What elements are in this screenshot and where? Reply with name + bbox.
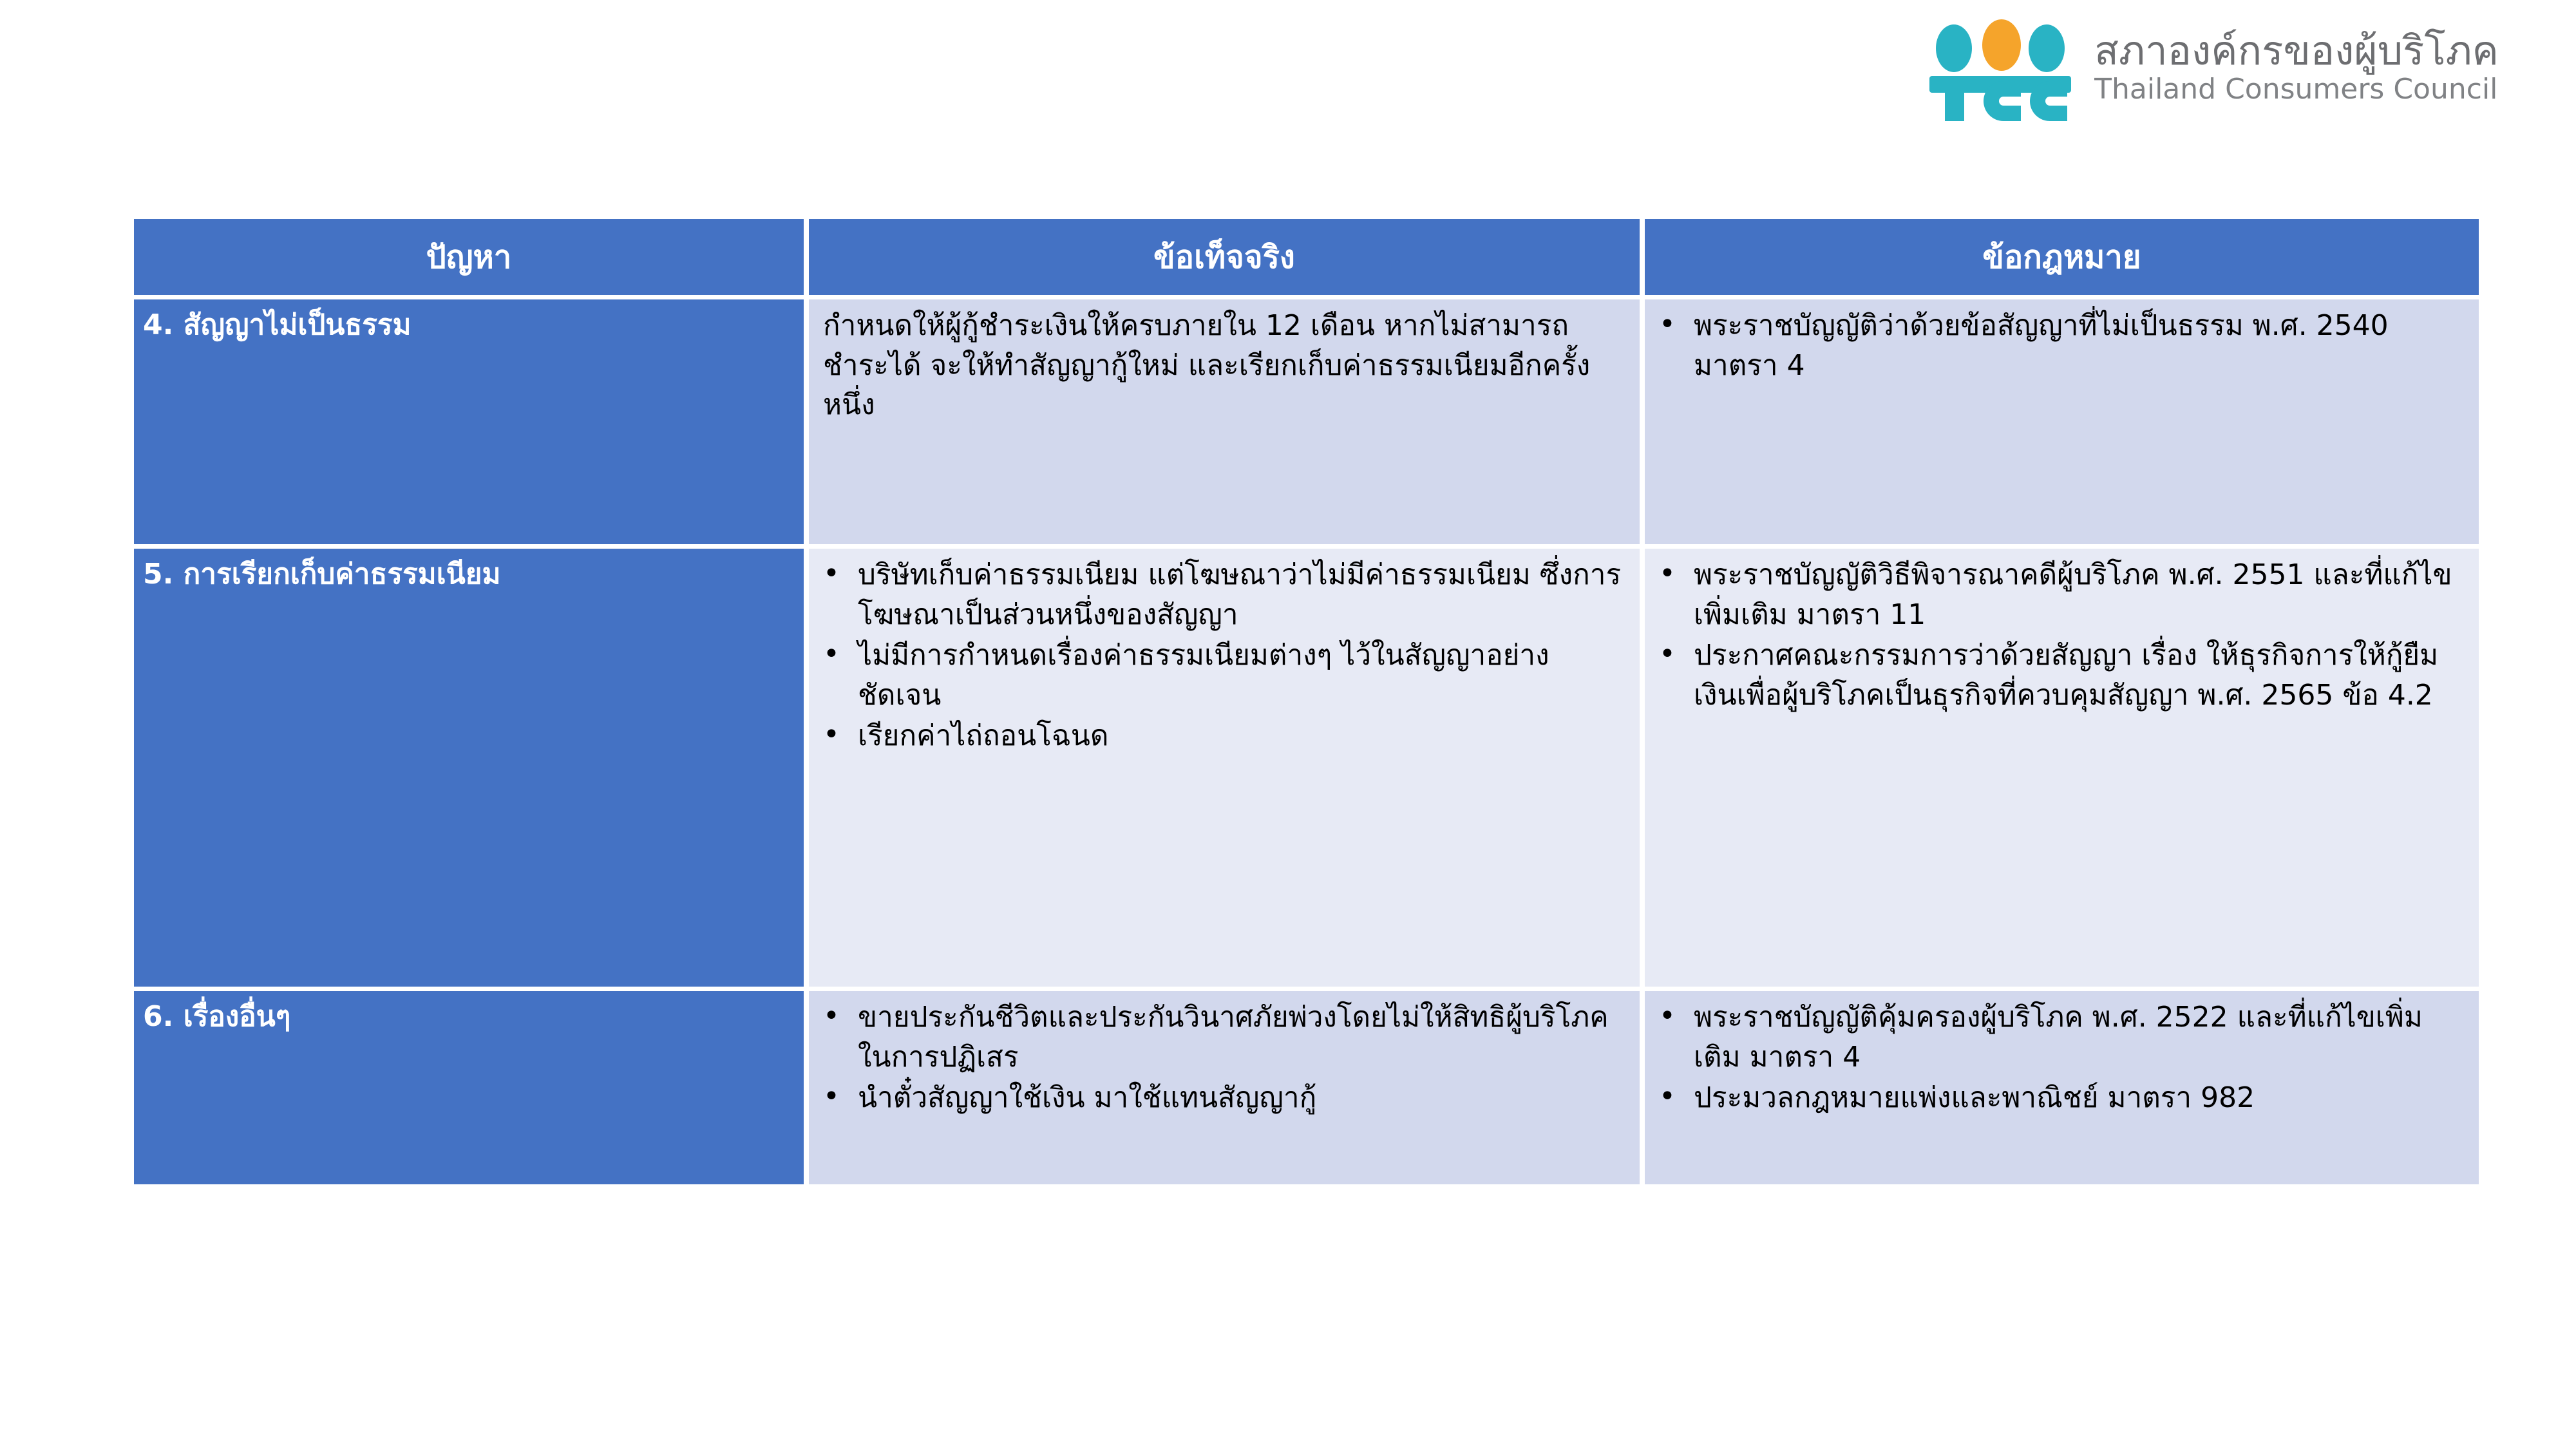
table-row: 5. การเรียกเก็บค่าธรรมเนียม บริษัทเก็บค่…	[134, 549, 2479, 987]
tcc-logo: สภาองค์กรของผู้บริโภค Thailand Consumers…	[1929, 14, 2499, 121]
logo-c-left-icon	[1984, 81, 2022, 121]
facts-bullet-item: นำตั๋วสัญญาใช้เงิน มาใช้แทนสัญญากู้	[818, 1077, 1629, 1118]
problem-cell: 6. เรื่องอื่นๆ	[134, 991, 804, 1184]
column-header-law: ข้อกฎหมาย	[1645, 219, 2479, 295]
logo-t-stem-icon	[1945, 90, 1965, 121]
table-row: 4. สัญญาไม่เป็นธรรม กำหนดให้ผู้กู้ชำระเง…	[134, 299, 2479, 544]
law-cell: พระราชบัญญัติว่าด้วยข้อสัญญาที่ไม่เป็นธร…	[1645, 299, 2479, 544]
law-bullet-item: ประมวลกฎหมายแพ่งและพาณิชย์ มาตรา 982	[1654, 1077, 2468, 1118]
facts-bullet-list: บริษัทเก็บค่าธรรมเนียม แต่โฆษณาว่าไม่มีค…	[818, 554, 1629, 756]
logo-c-right-icon	[2030, 81, 2068, 121]
facts-bullet-item: บริษัทเก็บค่าธรรมเนียม แต่โฆษณาว่าไม่มีค…	[818, 554, 1629, 634]
logo-name-english: Thailand Consumers Council	[2094, 72, 2498, 106]
table-header-row: ปัญหา ข้อเท็จจริง ข้อกฎหมาย	[134, 219, 2479, 295]
facts-paragraph: กำหนดให้ผู้กู้ชำระเงินให้ครบภายใน 12 เดื…	[823, 309, 1591, 422]
facts-bullet-item: ขายประกันชีวิตและประกันวินาศภัยพ่วงโดยไม…	[818, 996, 1629, 1077]
problem-cell: 4. สัญญาไม่เป็นธรรม	[134, 299, 804, 544]
facts-bullet-list: ขายประกันชีวิตและประกันวินาศภัยพ่วงโดยไม…	[818, 996, 1629, 1118]
column-header-problem: ปัญหา	[134, 219, 804, 295]
facts-cell: กำหนดให้ผู้กู้ชำระเงินให้ครบภายใน 12 เดื…	[809, 299, 1640, 544]
comparison-table: ปัญหา ข้อเท็จจริง ข้อกฎหมาย 4. สัญญาไม่เ…	[134, 219, 2479, 1184]
facts-bullet-item: เรียกค่าไถ่ถอนโฉนด	[818, 715, 1629, 756]
law-bullet-list: พระราชบัญญัติคุ้มครองผู้บริโภค พ.ศ. 2522…	[1654, 996, 2468, 1118]
facts-cell: บริษัทเก็บค่าธรรมเนียม แต่โฆษณาว่าไม่มีค…	[809, 549, 1640, 987]
figure-head-right-icon	[2029, 24, 2065, 72]
law-cell: พระราชบัญญัติคุ้มครองผู้บริโภค พ.ศ. 2522…	[1645, 991, 2479, 1184]
figure-head-center-icon	[1982, 19, 2022, 71]
figure-head-left-icon	[1936, 24, 1973, 72]
law-bullet-item: พระราชบัญญัติวิธีพิจารณาคดีผู้บริโภค พ.ศ…	[1654, 554, 2468, 634]
law-bullet-list: พระราชบัญญัติวิธีพิจารณาคดีผู้บริโภค พ.ศ…	[1654, 554, 2468, 715]
column-header-facts: ข้อเท็จจริง	[809, 219, 1640, 295]
law-bullet-item: พระราชบัญญัติว่าด้วยข้อสัญญาที่ไม่เป็นธร…	[1654, 305, 2468, 385]
facts-bullet-item: ไม่มีการกำหนดเรื่องค่าธรรมเนียมต่างๆ ไว้…	[818, 634, 1629, 715]
logo-name-thai: สภาองค์กรของผู้บริโภค	[2094, 26, 2499, 74]
problem-cell: 5. การเรียกเก็บค่าธรรมเนียม	[134, 549, 804, 987]
logo-wordmark: สภาองค์กรของผู้บริโภค Thailand Consumers…	[2094, 26, 2499, 106]
facts-cell: ขายประกันชีวิตและประกันวินาศภัยพ่วงโดยไม…	[809, 991, 1640, 1184]
table-row: 6. เรื่องอื่นๆ ขายประกันชีวิตและประกันวิ…	[134, 991, 2479, 1184]
tcc-logo-icon	[1929, 14, 2078, 121]
law-bullet-item: พระราชบัญญัติคุ้มครองผู้บริโภค พ.ศ. 2522…	[1654, 996, 2468, 1077]
law-bullet-item: ประกาศคณะกรรมการว่าด้วยสัญญา เรื่อง ให้ธ…	[1654, 634, 2468, 715]
law-cell: พระราชบัญญัติวิธีพิจารณาคดีผู้บริโภค พ.ศ…	[1645, 549, 2479, 987]
